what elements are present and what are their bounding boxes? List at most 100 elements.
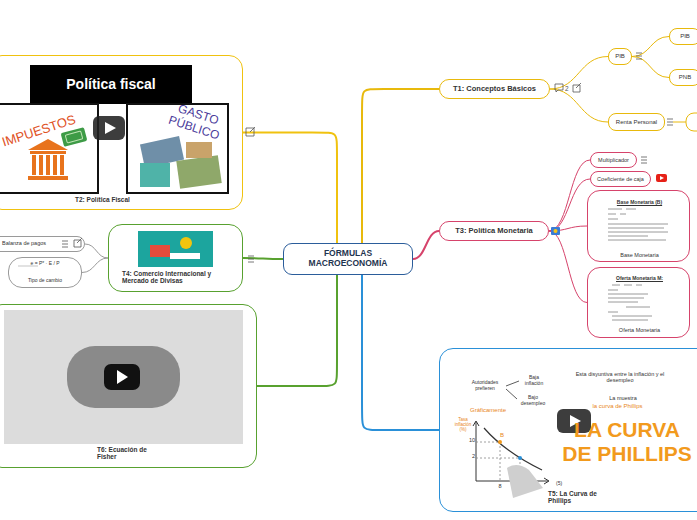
fiscal-illustration bbox=[93, 116, 125, 140]
monetary-icons bbox=[612, 320, 648, 321]
monetary-icons bbox=[608, 312, 618, 313]
formula-card: Tipo de cambio bbox=[8, 257, 82, 288]
bank-icon bbox=[30, 151, 66, 154]
concept-icons bbox=[667, 119, 673, 125]
trade-icon bbox=[248, 256, 254, 262]
monetary-icons bbox=[608, 209, 668, 320]
topic-box: T3: Política Monetaria bbox=[439, 221, 549, 241]
branch-connector bbox=[550, 89, 608, 122]
node-title: T6: Ecuación de Fisher bbox=[97, 446, 157, 461]
image-topic: T6: Ecuación de Fisher bbox=[0, 304, 257, 468]
monetary-icons bbox=[608, 232, 668, 233]
branch-connector bbox=[257, 275, 337, 386]
fiscal-illustration bbox=[0, 65, 255, 193]
monetary-icons bbox=[608, 294, 648, 295]
fiscal-illustration bbox=[105, 122, 116, 134]
image-topic: T4: Comercio Internacional y Mercado de … bbox=[108, 224, 243, 292]
branch-connector bbox=[85, 244, 108, 258]
node-caption: Oferta Monetaria bbox=[588, 327, 691, 333]
node-title: Oferta Monetaria M: bbox=[588, 276, 691, 282]
fiscal-illustration bbox=[61, 127, 88, 147]
fiscal-illustration bbox=[176, 155, 221, 189]
subtopic-box: Coeficiente de caja bbox=[590, 171, 651, 187]
concept-icons bbox=[636, 53, 642, 59]
monetary-icons bbox=[656, 174, 667, 182]
branch-connector bbox=[549, 160, 590, 231]
central-topic: FÓRMULAS MACROECONOMÍA bbox=[283, 243, 413, 275]
branch-connector bbox=[243, 258, 283, 259]
monetary-icons bbox=[608, 298, 644, 299]
monetary-icons bbox=[626, 307, 650, 308]
trade-icon bbox=[18, 266, 38, 267]
comment-count: 2 bbox=[565, 85, 573, 92]
fisher-video bbox=[67, 346, 180, 408]
fiscal-illustration bbox=[127, 104, 228, 193]
bank-icon bbox=[39, 155, 43, 175]
phillips-illustration bbox=[484, 428, 542, 470]
node-title: Base Monetaria (B) bbox=[588, 200, 691, 206]
trade-icon bbox=[74, 238, 82, 247]
subtopic-box: PIB bbox=[669, 28, 697, 45]
subtopic-box: PIB bbox=[608, 48, 632, 65]
monetary-icons bbox=[608, 224, 668, 225]
monetary-icons bbox=[608, 302, 638, 303]
formula-card: Base Monetaria (B) Base Monetaria bbox=[587, 190, 690, 262]
fiscal-illustration bbox=[186, 142, 212, 158]
fiscal-illustration bbox=[30, 65, 192, 104]
fisher-video bbox=[104, 364, 140, 390]
monetary-icons bbox=[641, 157, 647, 163]
concept-icons bbox=[673, 122, 686, 123]
branch-connector bbox=[413, 231, 439, 259]
bank-icon bbox=[28, 176, 68, 180]
trade-icon bbox=[180, 237, 192, 249]
monetary-icons bbox=[554, 229, 558, 233]
fiscal-illustration bbox=[0, 104, 98, 193]
node-title: Multiplicador bbox=[598, 157, 629, 163]
branch-connector bbox=[549, 226, 587, 231]
bank-icon bbox=[46, 155, 50, 175]
monetary-icons bbox=[660, 176, 664, 180]
node-title: Tipo de cambio bbox=[9, 278, 81, 284]
phillips-illustration bbox=[518, 456, 522, 460]
phillips-illustration bbox=[506, 381, 519, 399]
phillips-illustration bbox=[473, 421, 479, 481]
phillips-illustration bbox=[570, 415, 581, 427]
bank-icon bbox=[53, 155, 57, 175]
subtopic-box: Balanza de pagos bbox=[0, 236, 85, 252]
phillips-illustration bbox=[476, 478, 549, 484]
node-title: PIB bbox=[680, 33, 690, 40]
bank-icon bbox=[60, 155, 64, 175]
phillips-illustration bbox=[557, 409, 591, 433]
formula-card: Oferta Monetaria M: Oferta Monetaria bbox=[587, 267, 690, 338]
node-title: Coeficiente de caja bbox=[597, 176, 644, 182]
monetary-icons bbox=[608, 236, 648, 237]
node-title: Renta Personal bbox=[616, 119, 657, 126]
monetary-icons bbox=[608, 214, 626, 215]
node-title: T4: Comercio Internacional y Mercado de … bbox=[122, 270, 237, 285]
monetary-icons bbox=[608, 228, 664, 229]
bank-icon bbox=[32, 155, 36, 175]
concept-icons bbox=[573, 83, 581, 92]
trade-icon bbox=[170, 253, 200, 259]
image-topic: T2: Política Fiscal bbox=[0, 55, 243, 210]
phillips-illustration bbox=[507, 465, 543, 498]
monetary-icons bbox=[612, 285, 642, 286]
node-caption: Base Monetaria bbox=[588, 252, 691, 258]
phillips-illustration bbox=[473, 381, 591, 498]
node-title: T2: Política Fiscal bbox=[75, 196, 155, 203]
branch-connector bbox=[549, 231, 587, 303]
monetary-icons bbox=[608, 219, 618, 220]
bank-icon bbox=[28, 139, 68, 150]
phillips-illustration bbox=[498, 440, 502, 444]
branch-connector bbox=[82, 258, 108, 273]
fiscal-illustration bbox=[246, 127, 255, 136]
monetary-icons bbox=[612, 316, 652, 317]
subtopic-box: Multiplicador bbox=[590, 152, 637, 168]
image-topic: T5: La Curva de Phillips bbox=[439, 348, 697, 512]
monetary-icons bbox=[608, 240, 666, 241]
fisher-video bbox=[117, 370, 128, 384]
fiscal-illustration bbox=[140, 136, 184, 168]
branch-connector bbox=[549, 179, 590, 231]
